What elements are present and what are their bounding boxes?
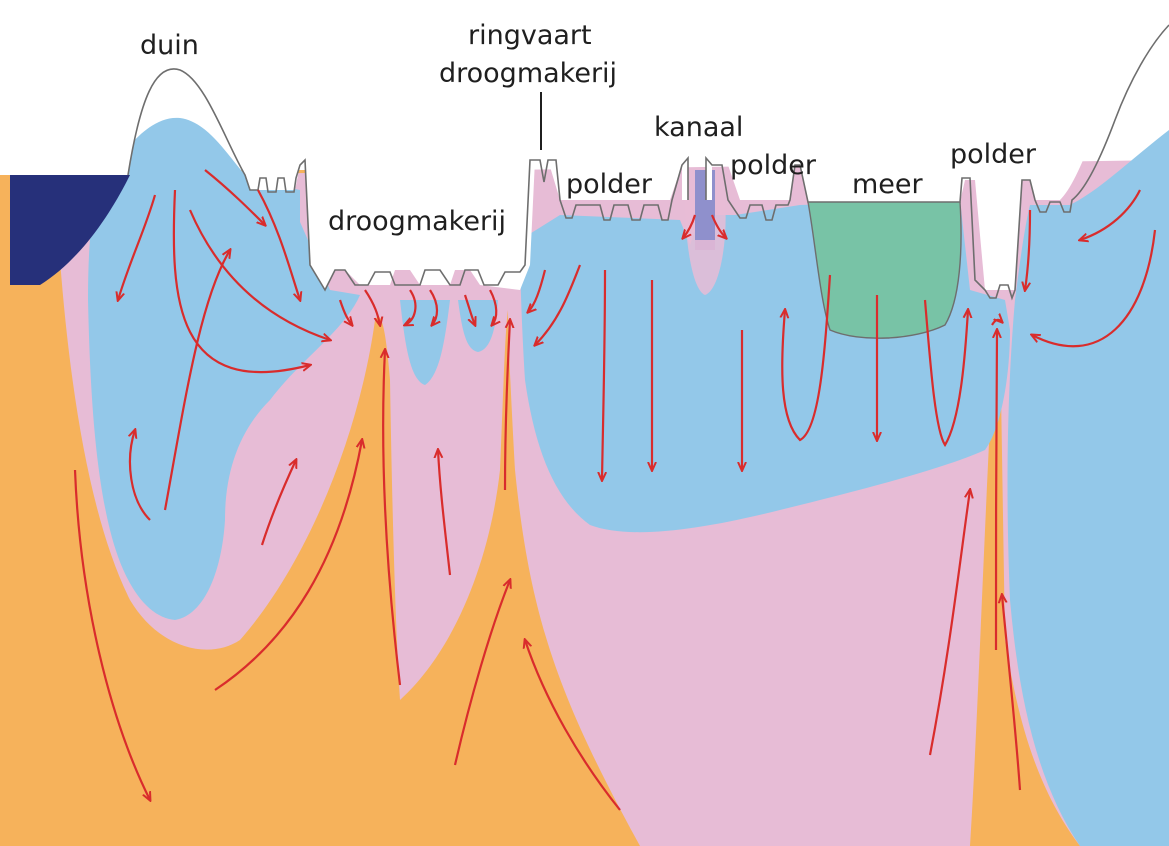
label-ringvaart-line1: ringvaart — [468, 20, 592, 51]
label-droogmakerij: droogmakerij — [328, 206, 506, 237]
label-kanaal: kanaal — [654, 112, 743, 143]
label-polder-2: polder — [730, 150, 817, 181]
label-polder-3: polder — [950, 139, 1037, 170]
arrow-icon — [996, 330, 997, 650]
label-duin: duin — [140, 30, 199, 61]
lake — [808, 202, 961, 338]
label-meer: meer — [852, 169, 924, 200]
label-polder-1: polder — [566, 169, 653, 200]
label-ringvaart-line2: droogmakerij — [439, 58, 617, 89]
